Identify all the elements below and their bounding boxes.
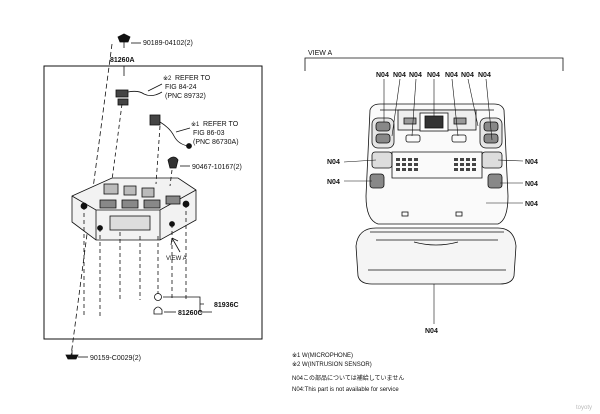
right-buttons-icon <box>479 117 503 189</box>
part-clip[interactable]: 90467-10167(2) <box>192 164 242 171</box>
n04-left-1[interactable]: N04 <box>327 159 340 166</box>
n04-right-3[interactable]: N04 <box>525 201 538 208</box>
ref1-line2[interactable]: FIG 84-24 <box>165 84 197 91</box>
guide-lines <box>83 103 187 318</box>
view-arrow-icon <box>170 237 181 253</box>
screw-leader-top <box>70 43 113 357</box>
console-front-view <box>355 103 517 285</box>
n04-top-5[interactable]: N04 <box>445 72 458 79</box>
part-top-screw[interactable]: 90189-04102(2) <box>143 40 193 47</box>
lens-icon <box>153 306 163 315</box>
n04-top-2[interactable]: N04 <box>393 72 406 79</box>
n04-top-7[interactable]: N04 <box>478 72 491 79</box>
console-assembly-icon <box>71 177 197 241</box>
note-not-available: N04:This part is not available for servi… <box>292 387 399 393</box>
part-lens[interactable]: 81260C <box>178 310 203 317</box>
intrusion-sensor-icon <box>149 114 192 149</box>
n04-left-2[interactable]: N04 <box>327 179 340 186</box>
view-a-title: VIEW A <box>308 50 332 57</box>
n04-top-6[interactable]: N04 <box>461 72 474 79</box>
ref2-line2[interactable]: FIG 86-03 <box>193 130 225 137</box>
label-leaders <box>343 78 524 324</box>
left-buttons-icon <box>369 117 395 189</box>
note-intrusion-sensor: ※2 W(INTRUSION SENSOR) <box>292 361 372 368</box>
microphone-connector-icon <box>115 89 163 106</box>
n04-top-3[interactable]: N04 <box>409 72 422 79</box>
n04-top-4[interactable]: N04 <box>427 72 440 79</box>
ref1-line1: REFER TO <box>175 75 211 82</box>
n04-right-1[interactable]: N04 <box>525 159 538 166</box>
watermark: toyoty <box>576 405 592 411</box>
view-a-bracket <box>304 57 564 71</box>
ref1-mark: ※2 <box>163 75 172 82</box>
bulb-icon <box>154 291 162 301</box>
n04-bottom[interactable]: N04 <box>425 328 438 335</box>
top-screw-icon <box>117 33 131 48</box>
ref2-line3: (PNC 86730A) <box>193 139 239 146</box>
bottom-screw-icon <box>65 350 79 360</box>
view-a-pointer-label: VIEW A <box>166 256 187 262</box>
left-exploded-view <box>43 33 263 360</box>
ref1-line3: (PNC 89732) <box>165 93 206 100</box>
assembly-frame <box>43 65 263 340</box>
n04-right-2[interactable]: N04 <box>525 181 538 188</box>
clip-icon <box>167 156 179 169</box>
part-bottom-screw[interactable]: 90159-C0029(2) <box>90 355 141 362</box>
ref2-mark: ※1 <box>191 121 200 128</box>
speaker-grille-icon <box>396 158 476 171</box>
n04-top-1[interactable]: N04 <box>376 72 389 79</box>
note-not-supplied-jp: N04この部品については補給していません <box>292 374 404 382</box>
note-microphone: ※1 W(MICROPHONE) <box>292 352 353 359</box>
ref2-line1: REFER TO <box>203 121 239 128</box>
part-bulb-group[interactable]: 81936C <box>214 302 239 309</box>
part-assembly[interactable]: 81260A <box>110 57 135 64</box>
